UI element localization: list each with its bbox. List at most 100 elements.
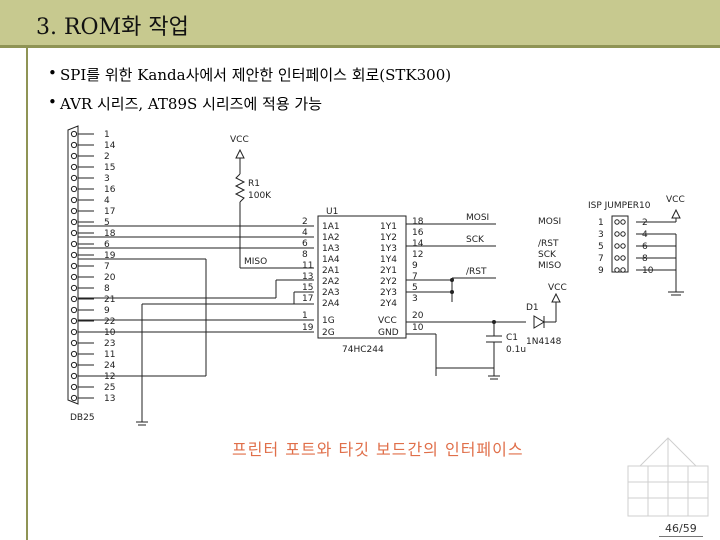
vcc-label-top: VCC <box>230 135 249 145</box>
db25-pin-label: 11 <box>104 350 115 360</box>
resistor-ref: R1 <box>248 179 260 189</box>
db25-pin-22 <box>70 317 78 325</box>
jumper-pin-4 <box>620 231 626 237</box>
sck-label-out: SCK <box>466 235 485 245</box>
jumper-even-pin-label: 2 <box>642 218 648 228</box>
jumper-rst: /RST <box>538 239 559 249</box>
ic-left-pin-number: 4 <box>302 228 308 238</box>
db25-pin-label: 4 <box>104 196 110 206</box>
jumper-pin-2 <box>620 219 626 225</box>
ic-left-pin-number: 2 <box>302 217 308 227</box>
university-watermark-logo <box>627 437 709 517</box>
db25-pin-label: 2 <box>104 152 110 162</box>
db25-pin-16 <box>70 185 78 193</box>
db25-pin-label: 24 <box>104 361 116 371</box>
ic-right-pin-number: 18 <box>412 217 424 227</box>
jumper-odd-pin-label: 3 <box>598 230 604 240</box>
resistor-r1 <box>234 173 246 203</box>
page-number-underline <box>659 536 703 537</box>
ic-right-pin-name: 1Y3 <box>380 244 397 254</box>
jumper-pin-3 <box>614 231 620 237</box>
ic-right-pin-name: 1Y4 <box>380 255 397 265</box>
db25-pin-label: 7 <box>104 262 110 272</box>
diode-d1 <box>533 315 545 329</box>
ic-right-pin-name: 2Y4 <box>380 299 397 309</box>
db25-pin-10 <box>70 328 78 336</box>
ic-power-pin-number: 20 <box>412 311 424 321</box>
jumper-pin-10 <box>620 267 626 273</box>
db25-pin-label: 9 <box>104 306 110 316</box>
db25-pin-label: 19 <box>104 251 116 261</box>
db25-pin-label: 21 <box>104 295 115 305</box>
db25-pin-18 <box>70 229 78 237</box>
jumper-even-pin-label: 10 <box>642 266 654 276</box>
db25-pin-label: 23 <box>104 339 115 349</box>
ic-power-pin-name: VCC <box>378 316 397 326</box>
diode-ref: D1 <box>526 303 539 313</box>
ic-enable-pin-name: 2G <box>322 328 335 338</box>
db25-pin-label: 14 <box>104 141 116 151</box>
db25-label: DB25 <box>70 413 95 423</box>
jumper-even-pin-label: 6 <box>642 242 648 252</box>
db25-pin-14 <box>70 141 78 149</box>
ic-power-pin-name: GND <box>378 328 399 338</box>
db25-pin-label: 8 <box>104 284 110 294</box>
bullet-spi-interface: SPI를 위한 Kanda사에서 제안한 인터페이스 회로(STK300) <box>48 64 451 85</box>
db25-pin-13 <box>70 394 78 402</box>
db25-pin-2 <box>70 152 78 160</box>
ic-right-pin-name: 2Y2 <box>380 277 397 287</box>
jumper-even-pin-label: 4 <box>642 230 648 240</box>
jumper-even-pin-label: 8 <box>642 254 648 264</box>
ic-left-pin-number: 6 <box>302 239 308 249</box>
db25-pin-15 <box>70 163 78 171</box>
db25-pin-19 <box>70 251 78 259</box>
ic-ref: U1 <box>326 207 338 217</box>
db25-pin-label: 22 <box>104 317 115 327</box>
resistor-value: 100K <box>248 191 272 201</box>
db25-pin-9 <box>70 306 78 314</box>
ic-part-label: 74HC244 <box>342 345 384 355</box>
vcc-arrow-top <box>235 148 245 159</box>
jumper-pin-6 <box>620 243 626 249</box>
db25-connector-body <box>67 125 79 405</box>
jumper-miso: MISO <box>538 261 561 271</box>
jumper-odd-pin-label: 1 <box>598 218 604 228</box>
ic-right-pin-number: 7 <box>412 272 418 282</box>
ic-left-pin-name: 2A3 <box>322 288 340 298</box>
db25-pin-label: 17 <box>104 207 115 217</box>
ic-right-pin-name: 2Y1 <box>380 266 397 276</box>
page-number-text: 46/59 <box>665 522 697 535</box>
jumper-pin-7 <box>614 255 620 261</box>
db25-pin-label: 3 <box>104 174 110 184</box>
rst-label-out: /RST <box>466 267 487 277</box>
db25-pin-3 <box>70 174 78 182</box>
db25-pin-label: 20 <box>104 273 116 283</box>
ic-right-pin-name: 1Y1 <box>380 222 397 232</box>
ic-left-pin-name: 2A2 <box>322 277 340 287</box>
db25-pin-label: 13 <box>104 394 115 404</box>
ic-left-pin-number: 11 <box>302 261 313 271</box>
ic-left-pin-number: 17 <box>302 294 313 304</box>
ic-right-pin-number: 3 <box>412 294 418 304</box>
left-rule <box>26 48 28 540</box>
jumper-odd-pin-label: 9 <box>598 266 604 276</box>
vcc-label-diode: VCC <box>548 283 567 293</box>
ic-left-pin-name: 2A4 <box>322 299 340 309</box>
jumper-body <box>611 215 629 273</box>
db25-pin-17 <box>70 207 78 215</box>
jumper-pin-9 <box>614 267 620 273</box>
cap-value: 0.1u <box>506 345 526 355</box>
ic-left-pin-number: 8 <box>302 250 308 260</box>
db25-pin-23 <box>70 339 78 347</box>
ic-enable-pin-number: 1 <box>302 311 308 321</box>
jumper-pin-1 <box>614 219 620 225</box>
ic-left-pin-name: 1A1 <box>322 222 340 232</box>
db25-pin-12 <box>70 372 78 380</box>
jumper-odd-pin-label: 5 <box>598 242 604 252</box>
db25-pin-24 <box>70 361 78 369</box>
db25-pin-label: 18 <box>104 229 116 239</box>
ic-right-pin-number: 12 <box>412 250 423 260</box>
jumper-mosi: MOSI <box>538 217 561 227</box>
db25-pin-label: 16 <box>104 185 116 195</box>
db25-pin-label: 15 <box>104 163 115 173</box>
